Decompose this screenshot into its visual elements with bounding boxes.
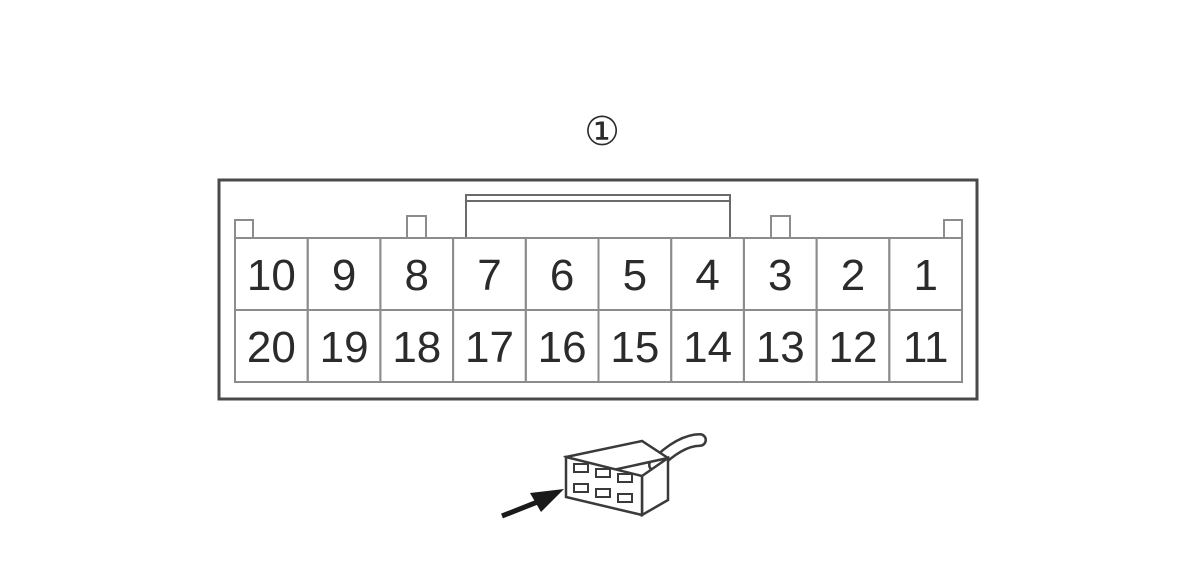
pin-number: 12 (829, 323, 878, 372)
pin-number: 11 (903, 323, 949, 372)
pin-number: 3 (768, 251, 792, 300)
pin-number: 13 (756, 323, 805, 372)
pin-number: 15 (610, 323, 659, 372)
callout-marker: ① (584, 109, 620, 155)
pin-number: 5 (623, 251, 647, 300)
connector-plug-illustration (563, 433, 707, 518)
pin-number: 7 (477, 251, 501, 300)
pin-number: 9 (332, 251, 356, 300)
pin-number: 19 (320, 323, 369, 372)
pin-number: 2 (841, 251, 865, 300)
pin-number: 8 (405, 251, 429, 300)
pin-number: 10 (247, 251, 296, 300)
arrow-icon (501, 489, 564, 519)
pin-number: 4 (695, 251, 719, 300)
pin-number: 17 (465, 323, 514, 372)
pin-cell (888, 309, 963, 383)
pin-number: 20 (247, 323, 296, 372)
pin-number: 6 (550, 251, 574, 300)
pin-number: 18 (392, 323, 441, 372)
pin-number: 16 (538, 323, 587, 372)
pin-number: 1 (913, 251, 937, 300)
connector-latch (465, 194, 731, 240)
pin-number: 14 (683, 323, 732, 372)
